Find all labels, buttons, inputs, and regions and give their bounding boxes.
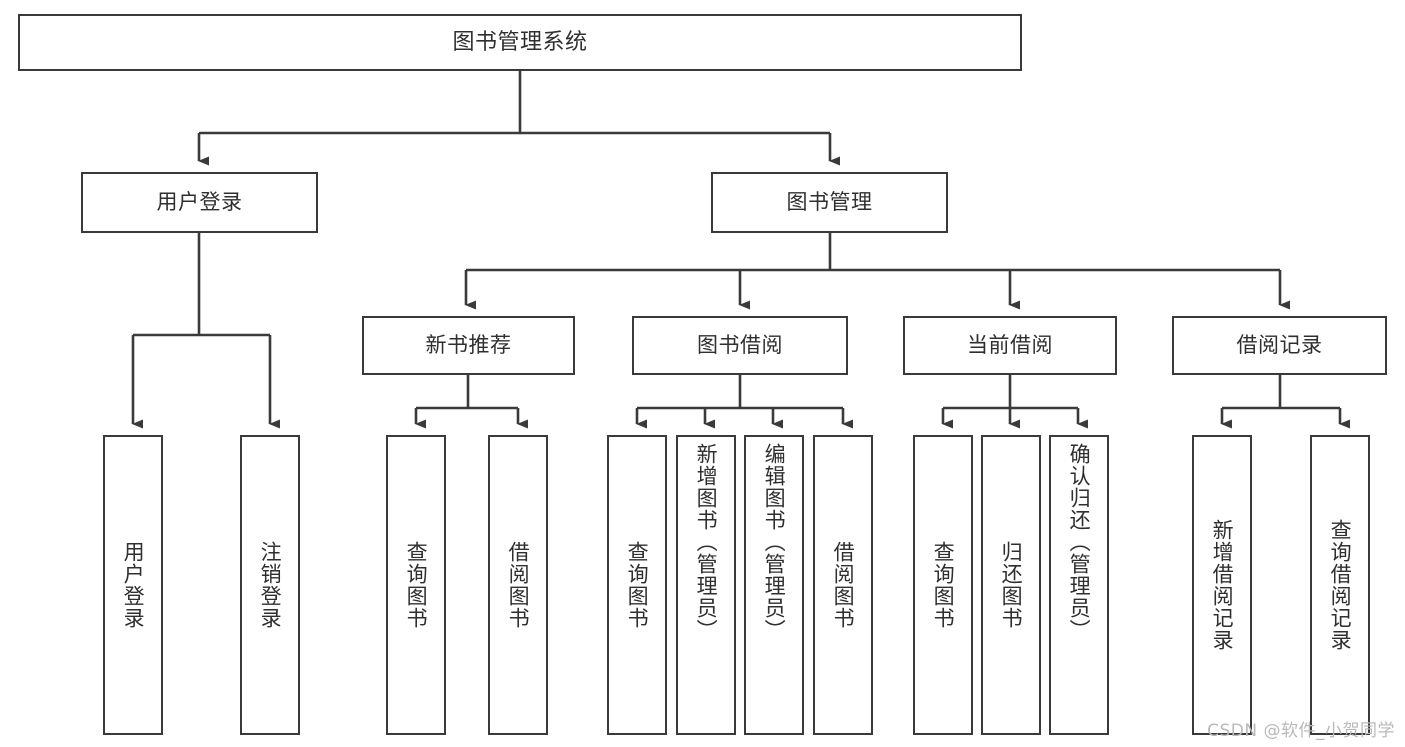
leaf-query-book-recommend[interactable]: 查询图书 (386, 435, 446, 735)
node-label: 查询图书 (625, 541, 650, 629)
node-borrow-record[interactable]: 借阅记录 (1172, 316, 1387, 375)
node-new-book-recommend[interactable]: 新书推荐 (362, 316, 575, 375)
leaf-borrow-book-recommend[interactable]: 借阅图书 (488, 435, 548, 735)
node-label: 图书管理系统 (452, 29, 588, 55)
node-label: 用户登录 (156, 190, 243, 215)
node-label: 当前借阅 (967, 333, 1053, 358)
leaf-confirm-return-admin[interactable]: 确认归还（管理员） (1049, 435, 1109, 735)
node-label: 查询图书 (404, 541, 429, 629)
node-label: 借阅图书 (506, 541, 531, 629)
leaf-query-book-borrow[interactable]: 查询图书 (607, 435, 667, 735)
node-label: 查询图书 (931, 541, 956, 629)
node-label: 确认归还（管理员） (1067, 443, 1092, 641)
node-label: 借阅记录 (1236, 333, 1323, 358)
node-label: 图书借阅 (697, 333, 783, 358)
leaf-borrow-book[interactable]: 借阅图书 (813, 435, 873, 735)
node-label: 用户登录 (121, 541, 146, 629)
node-label: 编辑图书（管理员） (762, 443, 787, 641)
node-label: 查询借阅记录 (1328, 519, 1353, 651)
leaf-add-borrow-record[interactable]: 新增借阅记录 (1192, 435, 1252, 735)
leaf-add-book-admin[interactable]: 新增图书（管理员） (676, 435, 736, 735)
node-label: 新增图书（管理员） (694, 443, 719, 641)
node-user-login[interactable]: 用户登录 (81, 172, 318, 233)
node-label: 新增借阅记录 (1210, 519, 1235, 651)
leaf-query-book-current[interactable]: 查询图书 (913, 435, 973, 735)
node-label: 图书管理 (786, 190, 873, 215)
node-label: 新书推荐 (425, 333, 512, 358)
node-label: 借阅图书 (831, 541, 856, 629)
leaf-user-login[interactable]: 用户登录 (103, 435, 163, 735)
node-label: 归还图书 (999, 541, 1024, 629)
watermark-text: CSDN @软件_小贺同学 (1207, 721, 1395, 741)
node-label: 注销登录 (258, 541, 283, 629)
node-book-borrow[interactable]: 图书借阅 (632, 316, 848, 375)
leaf-query-borrow-record[interactable]: 查询借阅记录 (1310, 435, 1370, 735)
leaf-return-book[interactable]: 归还图书 (981, 435, 1041, 735)
node-current-borrow[interactable]: 当前借阅 (903, 316, 1117, 375)
node-root-book-management-system[interactable]: 图书管理系统 (18, 14, 1022, 71)
leaf-edit-book-admin[interactable]: 编辑图书（管理员） (744, 435, 804, 735)
leaf-logout[interactable]: 注销登录 (240, 435, 300, 735)
node-book-management[interactable]: 图书管理 (711, 172, 948, 233)
